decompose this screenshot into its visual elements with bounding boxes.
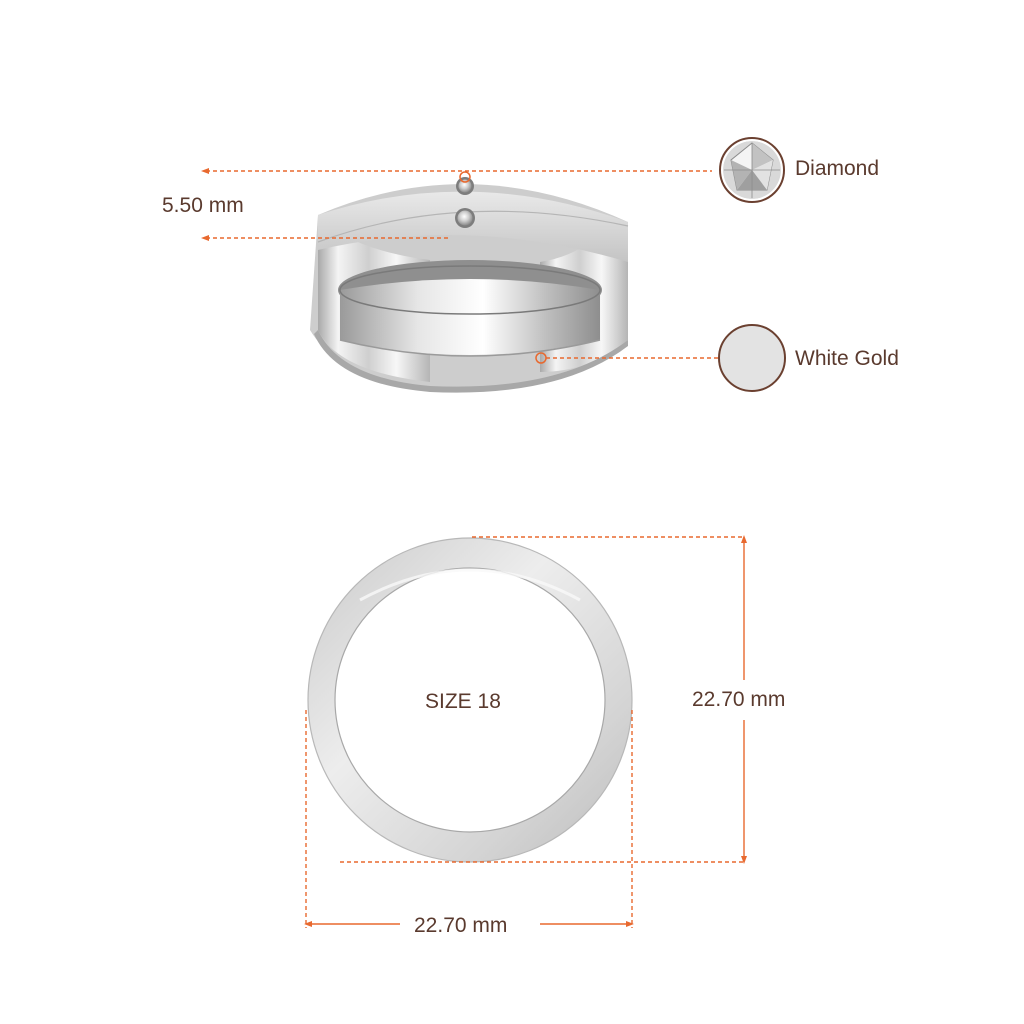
set-diamond-lower: [455, 208, 475, 228]
ring-size-label: SIZE 18: [425, 690, 501, 713]
ring-top-view: [310, 177, 629, 393]
top-height-label: 5.50 mm: [162, 194, 244, 217]
material-diamond: Diamond: [719, 137, 879, 203]
white-gold-swatch-icon: [718, 324, 786, 392]
front-width-dimension: 22.70 mm: [304, 710, 634, 937]
material-name-diamond: Diamond: [795, 157, 879, 180]
material-white-gold: White Gold: [535, 324, 899, 392]
set-diamond-upper: [456, 177, 474, 195]
material-name-white-gold: White Gold: [795, 347, 899, 370]
front-width-label: 22.70 mm: [414, 914, 507, 937]
diamond-swatch-icon: [723, 141, 781, 199]
ring-front-view: SIZE 18: [307, 537, 633, 863]
top-height-dimension: 5.50 mm: [162, 168, 712, 241]
front-height-label: 22.70 mm: [692, 688, 785, 711]
front-height-dimension: 22.70 mm: [340, 535, 785, 864]
